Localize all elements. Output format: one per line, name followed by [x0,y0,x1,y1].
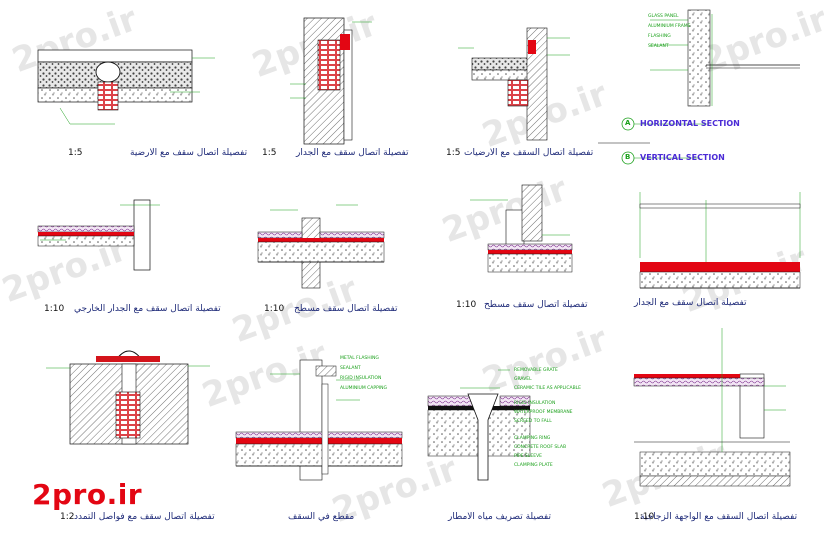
drain-note: CLAMPING PLATE [514,463,553,468]
roof-edge-note: SEALANT [340,366,361,371]
section-marker-a: A [625,119,631,127]
drain-note: WATERPROOF MEMBRANE [514,410,573,415]
drain-note: REMOVABLE GRATE [514,368,558,373]
detail-5-external-wall [37,199,160,271]
brand-logo: 2pro.ir [32,478,143,511]
detail-12-caption: تفصيلة اتصال السقف مع الواجهة الزجاجية [640,512,798,522]
detail-8-caption: تفصيلة اتصال سقف مع الجدار [634,298,747,308]
detail-9-scale: 1:2 [60,512,75,522]
detail-7-scale: 1:10 [456,300,477,310]
drain-note: GRAVEL [514,377,532,382]
detail-11-caption: تفصيلة تصريف مياه الامطار [448,512,551,522]
detail-9-caption: تفصيلة اتصال سقف مع فواصل التمدد [74,512,215,522]
curtain-wall-note: GLASS PANEL [648,14,679,19]
drain-note: SCREED TO FALL [514,419,552,424]
curtain-wall-note: FLASHING [648,34,671,39]
detail-2-caption: تفصيلة اتصال سقف مع الجدار [296,148,409,158]
detail-1-caption: تفصيلة اتصال سقف مع الارضية [130,148,248,158]
detail-4-curtain-wall [598,9,800,165]
detail-7-flat-roof [470,184,573,273]
roof-edge-note: RIGID INSULATION [340,376,382,381]
drain-notes: REMOVABLE GRATE GRAVEL CERAMIC TILE AS A… [514,366,581,470]
detail-8-vertical-section [639,192,801,289]
detail-12-scale: 1:10 [634,512,655,522]
curtain-wall-note: ALUMINIUM FRAME [648,24,691,29]
section-marker-b: B [625,153,631,161]
detail-9-expansion-joint [46,350,210,445]
drain-note: CONCRETE ROOF SLAB [514,445,567,450]
detail-10-caption: مقطع في السقف [288,512,355,522]
detail-6-flat-roof [257,204,385,289]
detail-5-caption: تفصيلة اتصال سقف مع الجدار الخارجي [74,304,221,314]
detail-10-roof-edge [235,359,403,481]
drain-note: RIGID INSULATION [514,401,556,406]
detail-1-floor-joint [37,49,215,125]
drain-note: CERAMIC TILE AS APPLICABLE [514,386,582,391]
detail-2-scale: 1:5 [262,148,277,158]
horizontal-section-title: HORIZONTAL SECTION [640,119,740,128]
detail-3-floor-edge [458,27,570,141]
detail-3-caption: تفصيلة اتصال السقف مع الارضيات [464,148,594,158]
roof-edge-note: ALUMINIUM CAPPING [340,386,387,391]
curtain-wall-note: SEALANT [648,44,669,49]
roof-edge-notes: METAL FLASHING SEALANT RIGID INSULATION … [340,354,387,394]
detail-7-caption: تفصيلة اتصال سقف مسطح [484,300,588,310]
detail-6-caption: تفصيلة اتصال سقف مسطح [294,304,398,314]
detail-6-scale: 1:10 [264,304,285,314]
detail-2-wall-joint [290,17,372,145]
curtain-wall-notes: GLASS PANEL ALUMINIUM FRAME FLASHING SEA… [648,12,691,52]
roof-edge-note: METAL FLASHING [340,356,379,361]
vertical-section-title: VERTICAL SECTION [640,153,725,162]
detail-11-roof-drain [427,369,531,481]
detail-5-scale: 1:10 [44,304,65,314]
detail-3-scale: 1:5 [446,148,461,158]
drain-note: CLAMPING RING [514,436,551,441]
drain-note: PIPE SLEEVE [514,454,542,459]
detail-1-scale: 1:5 [68,148,83,158]
detail-12-curtain-wall-roof [633,328,791,487]
